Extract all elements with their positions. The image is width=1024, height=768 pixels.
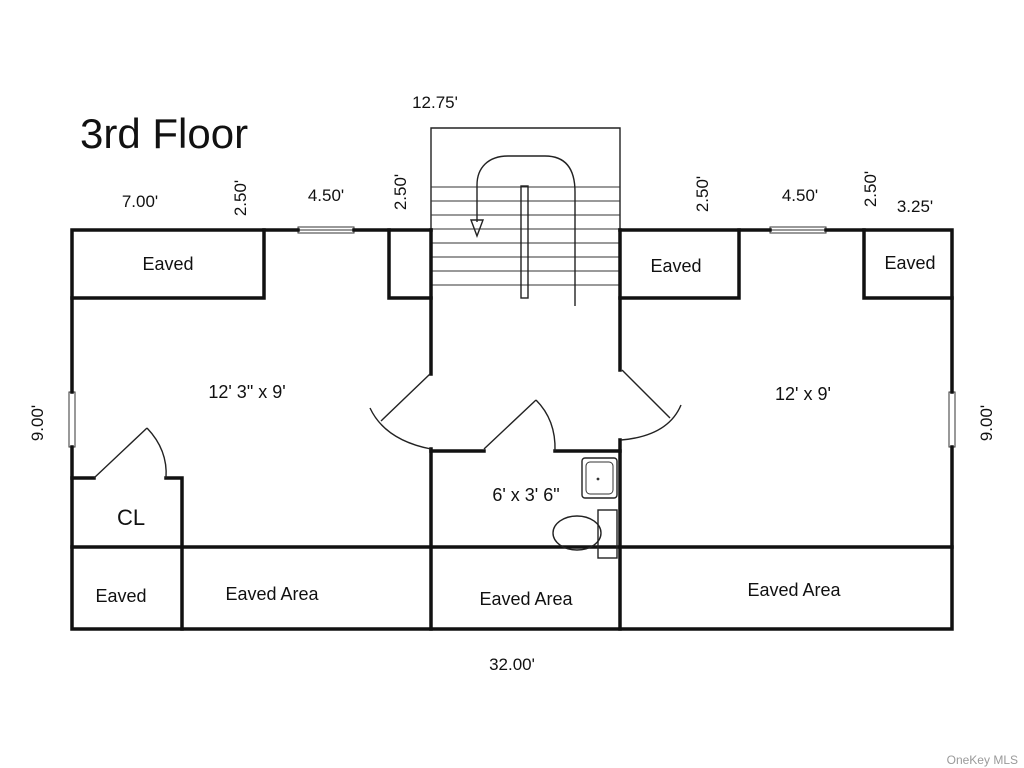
label-eaved-bottom-left: Eaved — [95, 586, 146, 606]
dim-top-left-a: 7.00' — [122, 192, 158, 211]
label-eaved-area-left: Eaved Area — [225, 584, 319, 604]
staircase — [430, 127, 621, 306]
dim-left-side: 9.00' — [28, 405, 47, 441]
dim-bottom: 32.00' — [489, 655, 535, 674]
sink-icon — [581, 457, 618, 499]
label-bathroom: 6' x 3' 6" — [492, 485, 559, 505]
label-eaved-right-top-b: Eaved — [884, 253, 935, 273]
window-left-side — [68, 391, 76, 448]
label-left-bedroom: 12' 3" x 9' — [208, 382, 285, 402]
label-eaved-right-top-a: Eaved — [650, 256, 701, 276]
label-eaved-left-top: Eaved — [142, 254, 193, 274]
windows — [68, 226, 956, 448]
label-closet: CL — [117, 505, 145, 530]
stair-arrow-icon — [469, 219, 485, 238]
dim-top-right-c: 2.50' — [861, 171, 880, 207]
bath-fixtures — [552, 457, 618, 559]
label-eaved-area-center: Eaved Area — [479, 589, 573, 609]
watermark-text: OneKey MLS — [947, 753, 1018, 767]
label-right-bedroom: 12' x 9' — [775, 384, 831, 404]
doors — [93, 369, 682, 479]
dim-top-left-d: 2.50' — [391, 174, 410, 210]
dim-right-side: 9.00' — [977, 405, 996, 441]
toilet-bowl-icon — [552, 515, 602, 551]
dim-top-right-d: 3.25' — [897, 197, 933, 216]
walls — [70, 228, 954, 631]
toilet-tank-icon — [597, 509, 618, 559]
floor-title: 3rd Floor — [80, 110, 248, 157]
dim-top-right-a: 2.50' — [693, 176, 712, 212]
window-right-side — [948, 391, 956, 448]
dim-top-left-b: 2.50' — [231, 180, 250, 216]
dim-top-right-b: 4.50' — [782, 186, 818, 205]
dim-top-left-c: 4.50' — [308, 186, 344, 205]
dim-top-stairs: 12.75' — [412, 93, 458, 112]
label-eaved-area-right: Eaved Area — [747, 580, 841, 600]
